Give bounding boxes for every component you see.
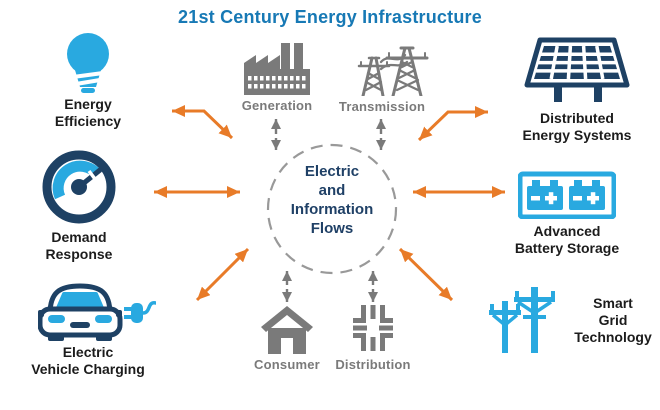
utility-poles-icon <box>487 285 559 353</box>
node-smart-grid-technology: Smart Grid Technology <box>487 285 660 353</box>
house-icon <box>261 306 313 354</box>
orange-arrow-bottom-left <box>195 247 250 302</box>
battery-storage-icon <box>518 167 616 219</box>
node-generation: Generation <box>233 41 321 114</box>
node-advanced-battery-storage: Advanced Battery Storage <box>488 167 646 257</box>
node-label: Transmission <box>338 99 426 114</box>
node-label: Energy Efficiency <box>54 96 122 129</box>
orange-arrow-bottom-right <box>398 247 454 302</box>
node-consumer: Consumer <box>243 306 331 373</box>
node-label: Distributed Energy Systems <box>522 110 632 143</box>
node-transmission: Transmission <box>334 40 430 115</box>
circuit-grid-icon <box>351 303 395 353</box>
factory-icon <box>244 41 310 95</box>
transmission-towers-icon <box>335 40 429 96</box>
lightbulb-icon <box>57 30 119 96</box>
node-label: Smart Grid Technology <box>574 295 652 345</box>
node-label: Advanced Battery Storage <box>514 223 620 256</box>
diagram-title: 21st Century Energy Infrastructure <box>178 7 482 27</box>
node-label: Distribution <box>335 357 411 372</box>
node-label: Electric Vehicle Charging <box>31 344 145 377</box>
node-label: Consumer <box>254 357 320 372</box>
node-distributed-energy-systems: Distributed Energy Systems <box>497 37 657 144</box>
central-dashed-circle <box>266 143 398 275</box>
ev-car-with-plug-icon <box>38 282 156 344</box>
gauge-icon <box>40 148 118 226</box>
node-label: Generation <box>241 98 313 113</box>
node-distribution: Distribution <box>325 303 421 373</box>
orange-arrow-top-right <box>417 106 488 142</box>
node-energy-efficiency: Energy Efficiency <box>8 30 168 130</box>
solar-panel-icon <box>524 37 630 107</box>
node-label: Demand Response <box>45 229 113 262</box>
node-electric-vehicle-charging: Electric Vehicle Charging <box>4 282 172 378</box>
central-circle-label: Electric and Information Flows <box>290 163 374 237</box>
node-demand-response: Demand Response <box>4 148 154 263</box>
orange-arrow-top-left <box>172 105 234 140</box>
